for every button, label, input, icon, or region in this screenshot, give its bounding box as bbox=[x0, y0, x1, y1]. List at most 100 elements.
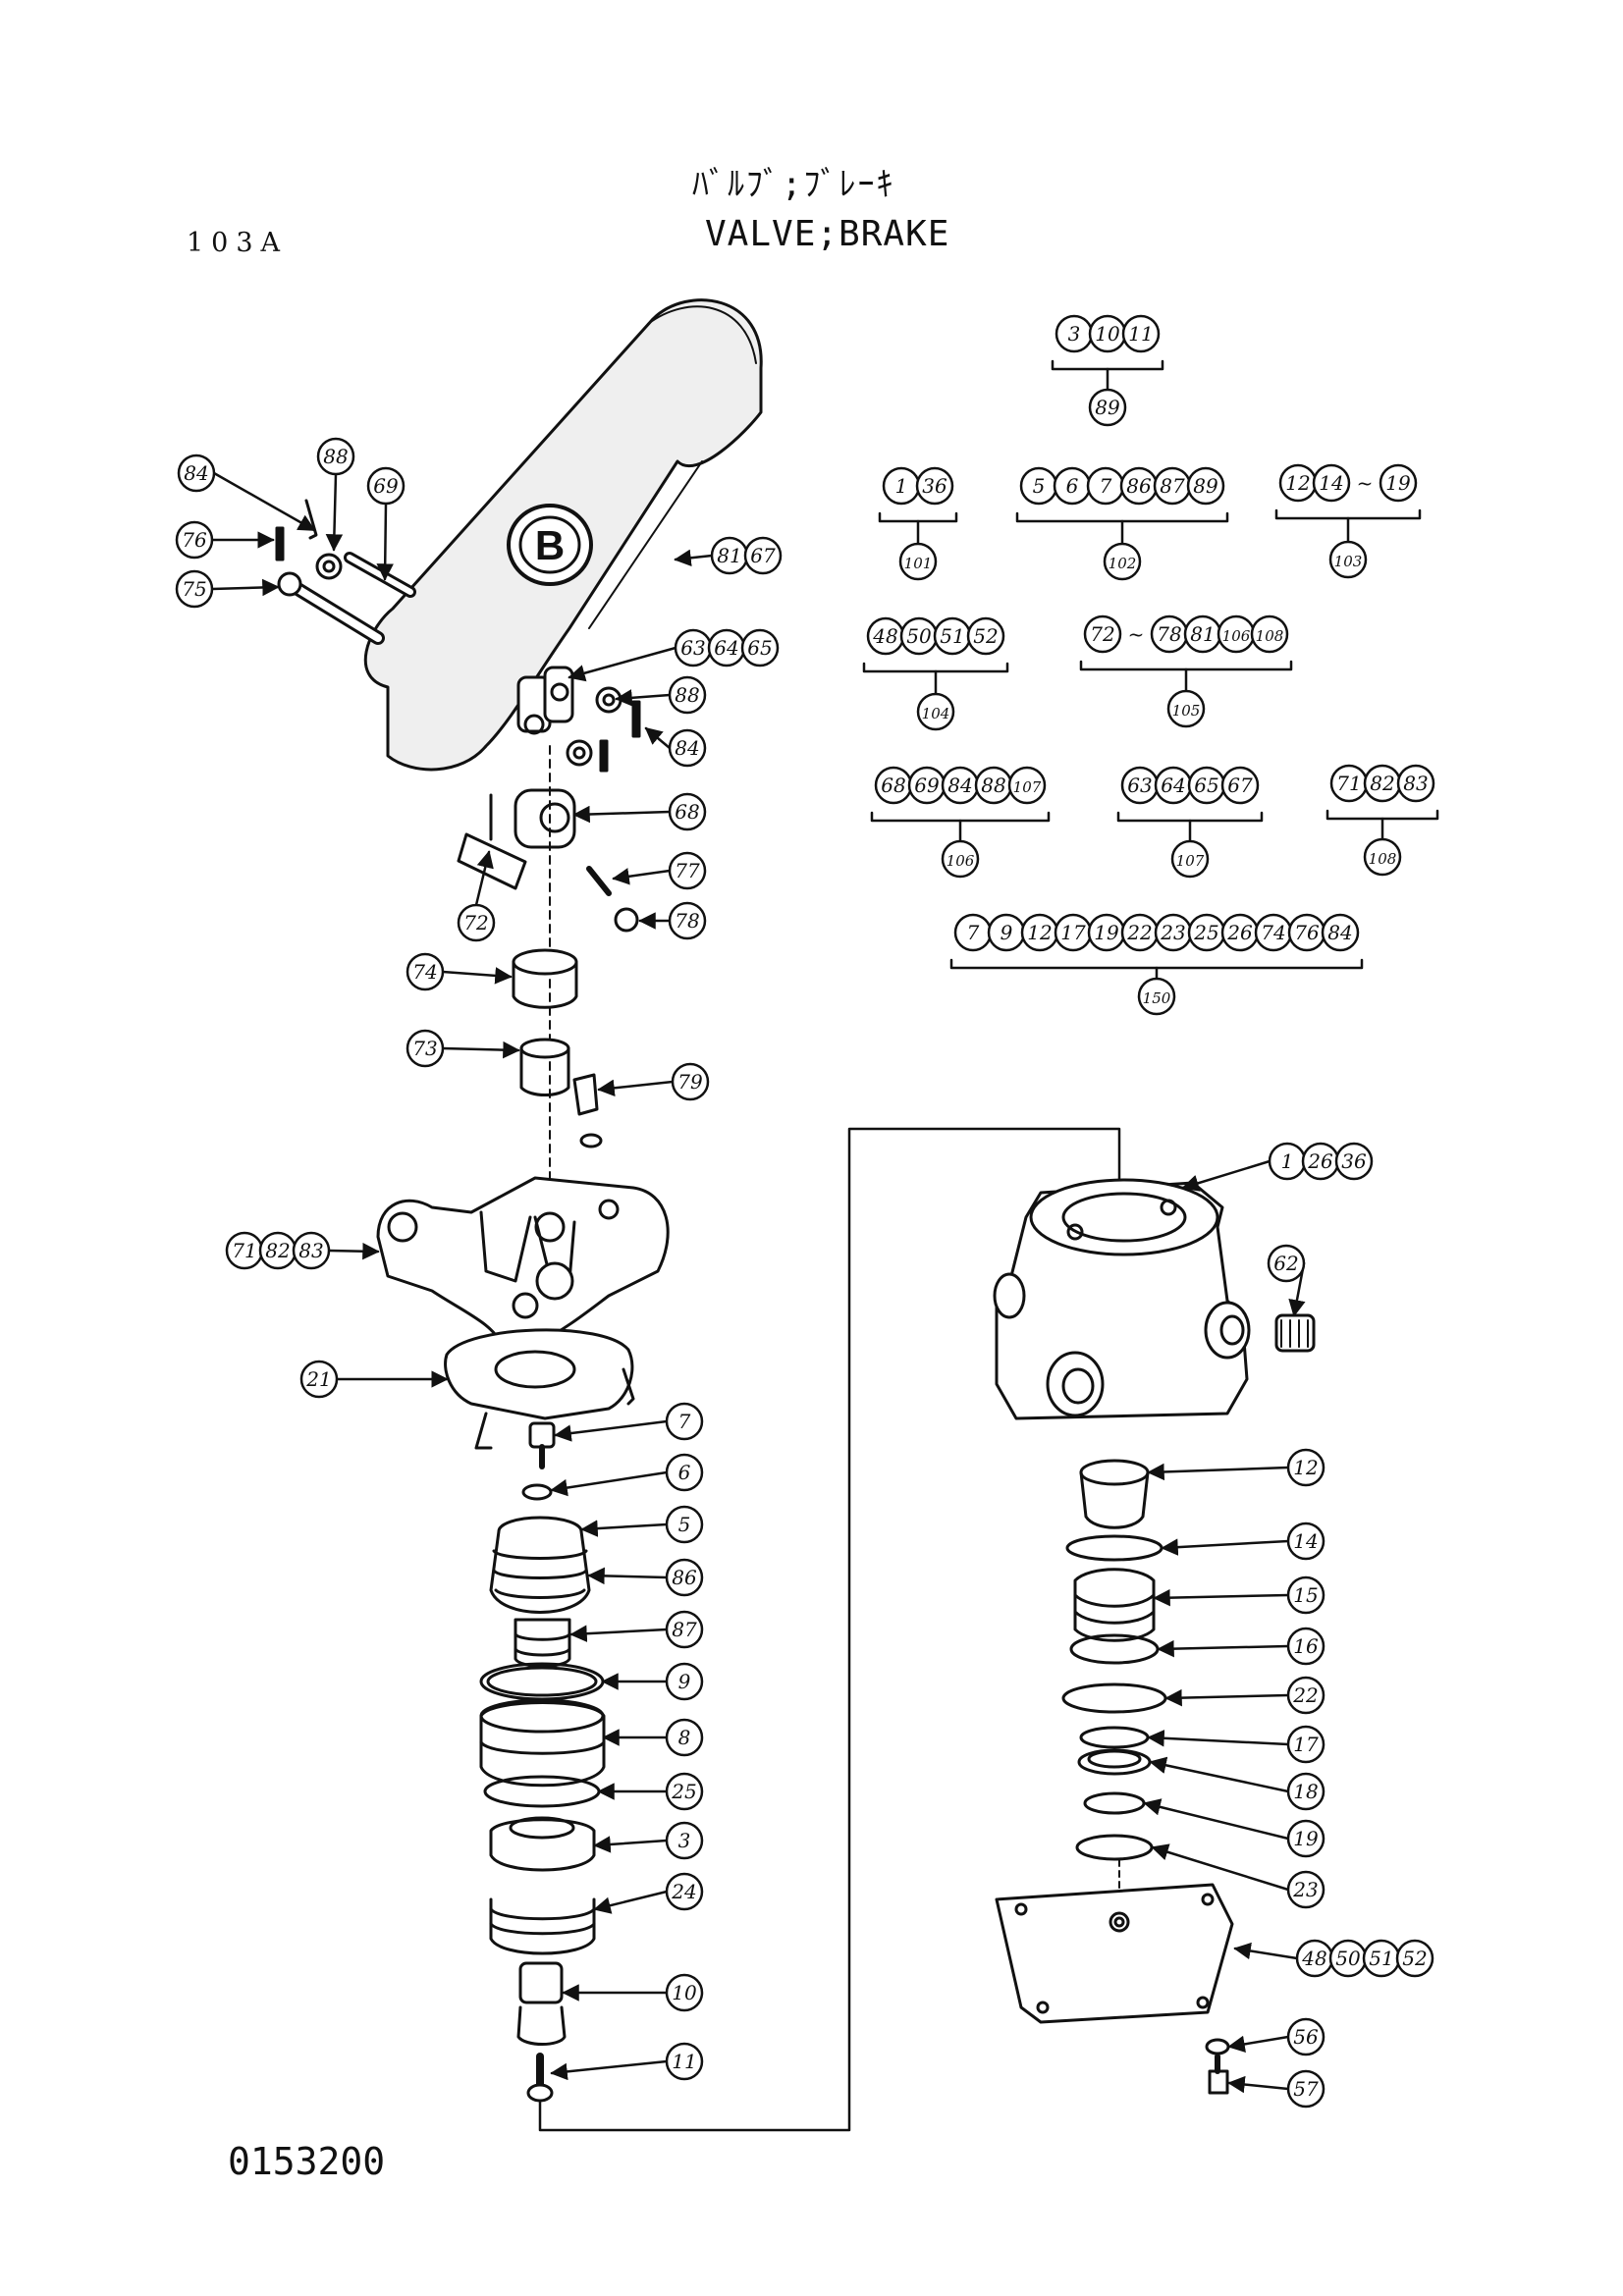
callout-number: 50 bbox=[1335, 1947, 1361, 1970]
kit-result-number: 108 bbox=[1369, 850, 1397, 868]
kit-result-circle bbox=[1088, 388, 1127, 427]
callout-number: 65 bbox=[747, 636, 772, 660]
callout-number: 56 bbox=[1293, 2025, 1319, 2049]
kit-result-circle bbox=[898, 542, 938, 581]
kit-item-circle bbox=[966, 616, 1005, 656]
kit-item-number: 3 bbox=[1068, 322, 1081, 346]
callout-number: 75 bbox=[182, 577, 206, 601]
callout-18: 18 bbox=[1149, 1756, 1325, 1811]
kit-item-number: 87 bbox=[1160, 474, 1185, 498]
callout-circle bbox=[1286, 1575, 1325, 1615]
valve-body bbox=[993, 1178, 1316, 1420]
callout-number: 84 bbox=[675, 736, 699, 760]
callout-number: 26 bbox=[1307, 1149, 1333, 1173]
callout-circle bbox=[665, 1505, 704, 1544]
callout-number: 64 bbox=[714, 636, 738, 660]
kit-item-number: 69 bbox=[914, 774, 940, 797]
callout-3: 3 bbox=[593, 1821, 704, 1860]
callout-number: 23 bbox=[1292, 1878, 1318, 1901]
callout-88b: 88 bbox=[615, 675, 707, 715]
kit-item-circle bbox=[1379, 463, 1418, 503]
kit-item-number: 51 bbox=[940, 624, 964, 648]
callout-circle bbox=[1286, 2069, 1325, 2109]
callout-87: 87 bbox=[569, 1610, 704, 1649]
range-separator: ~ bbox=[1128, 622, 1145, 646]
callout-number: 69 bbox=[373, 474, 399, 498]
kit-item-number: 65 bbox=[1194, 774, 1218, 797]
kit-item-number: 74 bbox=[1261, 921, 1285, 944]
leader-line bbox=[674, 549, 714, 567]
callout-number: 3 bbox=[678, 1829, 691, 1852]
leader-line bbox=[568, 646, 677, 682]
pedal-lugs bbox=[516, 666, 574, 735]
callout-circle bbox=[1267, 1244, 1306, 1283]
leader-line bbox=[327, 1242, 380, 1260]
callout-circle bbox=[1286, 1522, 1325, 1561]
leader-line bbox=[441, 1041, 520, 1059]
callout-76: 76 bbox=[175, 520, 275, 560]
callout-circle bbox=[665, 1973, 704, 2012]
kit-item-circle bbox=[1121, 314, 1161, 353]
kit-item-number: 19 bbox=[1094, 921, 1119, 944]
leader-line bbox=[615, 689, 672, 707]
kit-result-number: 150 bbox=[1143, 989, 1171, 1007]
leader-line bbox=[1157, 1639, 1290, 1658]
kit-item-number: 81 bbox=[1190, 622, 1215, 646]
leader-line bbox=[550, 2059, 669, 2081]
callout-number: 19 bbox=[1293, 1827, 1319, 1850]
leader-line bbox=[1181, 1159, 1271, 1192]
leader-line bbox=[1153, 1588, 1290, 1607]
callout-circle bbox=[671, 1062, 710, 1101]
boot-plunger bbox=[512, 948, 603, 1148]
title-japanese: ﾊﾞﾙﾌﾞ;ﾌﾞﾚｰｷ bbox=[692, 165, 895, 204]
kit-item-number: 19 bbox=[1385, 471, 1411, 495]
kit-item-number: 68 bbox=[881, 774, 905, 797]
callout-circle bbox=[665, 1821, 704, 1860]
callout-circle bbox=[665, 1610, 704, 1649]
leader-line bbox=[1164, 1688, 1290, 1707]
callout-number: 1 bbox=[1281, 1149, 1294, 1173]
callout-number: 71 bbox=[232, 1239, 256, 1262]
callout-88a: 88 bbox=[316, 437, 355, 552]
kit-item-number: 76 bbox=[1294, 921, 1320, 944]
callout-circle bbox=[743, 536, 783, 575]
drawing-number: 0153200 bbox=[228, 2140, 386, 2183]
callout-number: 68 bbox=[675, 800, 699, 824]
callout-circle bbox=[1286, 2017, 1325, 2056]
callout-7: 7 bbox=[554, 1402, 704, 1442]
callout-84a: 84 bbox=[177, 454, 316, 532]
callout-circle bbox=[1286, 1448, 1325, 1487]
kit-item-number: 50 bbox=[906, 624, 932, 648]
callout-17: 17 bbox=[1147, 1725, 1325, 1764]
kit-item-number: 84 bbox=[947, 774, 972, 797]
kit-result-number: 107 bbox=[1176, 852, 1205, 870]
callout-number: 18 bbox=[1293, 1780, 1318, 1803]
callout-circle bbox=[665, 1718, 704, 1757]
callout-number: 14 bbox=[1293, 1529, 1318, 1553]
kit-item-circle bbox=[1396, 764, 1435, 803]
callout-number: 24 bbox=[671, 1880, 696, 1903]
callout-14: 14 bbox=[1161, 1522, 1325, 1561]
callout-circle bbox=[668, 901, 707, 940]
leader-line bbox=[550, 1470, 669, 1497]
kit-item-circle bbox=[1083, 614, 1122, 654]
callout-number: 67 bbox=[750, 544, 776, 567]
callout-number: 88 bbox=[323, 445, 348, 468]
callout-number: 51 bbox=[1369, 1947, 1393, 1970]
callout-circle bbox=[1286, 1627, 1325, 1666]
callout-circle bbox=[668, 675, 707, 715]
kit-item-circle bbox=[1250, 614, 1289, 654]
callout-circle bbox=[665, 1662, 704, 1701]
kit-item-number: 106 bbox=[1222, 627, 1251, 645]
kit-item-number: 11 bbox=[1128, 322, 1153, 346]
callout-19: 19 bbox=[1143, 1798, 1325, 1858]
callout-number: 10 bbox=[672, 1981, 697, 2004]
leader-line bbox=[1143, 1798, 1290, 1841]
callout-number: 21 bbox=[305, 1367, 331, 1391]
